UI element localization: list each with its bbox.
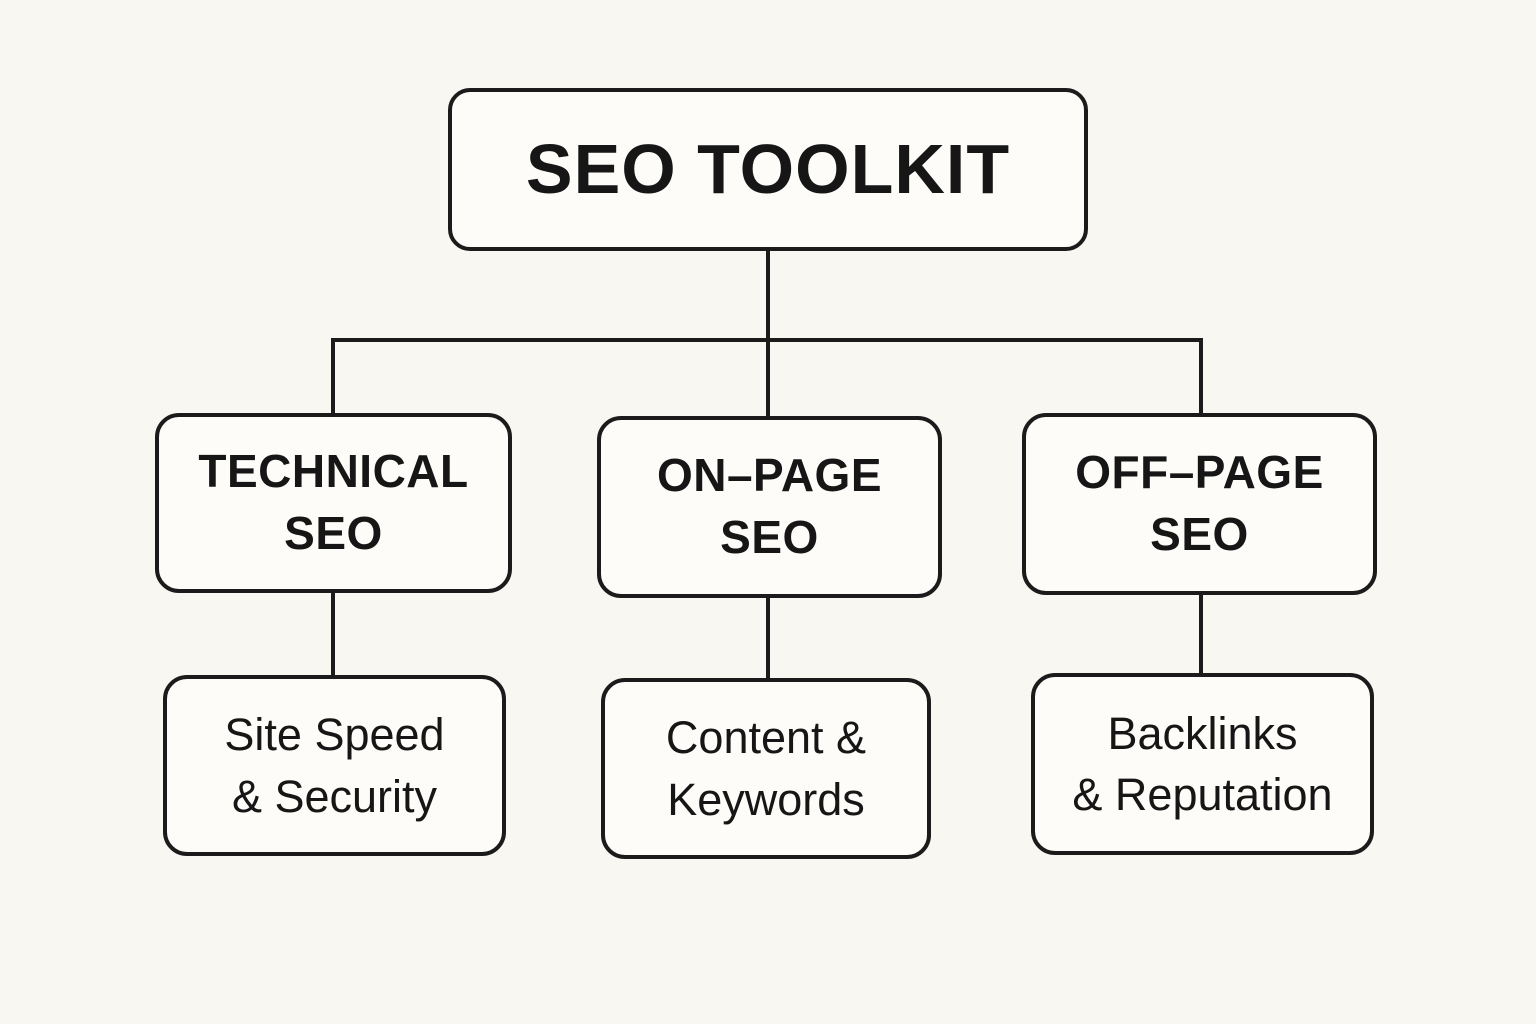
branch-node-label-line: ON–PAGE (656, 449, 883, 502)
branch-node-on-page-seo: ON–PAGE SEO (597, 416, 942, 598)
connector-root-stem (766, 249, 770, 342)
leaf-node-site-speed-security: Site Speed & Security (163, 675, 506, 856)
leaf-node-content-keywords: Content & Keywords (601, 678, 931, 859)
connector-on-page-seo-to-content (766, 596, 770, 680)
leaf-node-label-line: Content & (665, 712, 867, 764)
connector-off-page-seo-to-backlinks (1199, 593, 1203, 675)
leaf-node-label-line: & Reputation (1072, 769, 1333, 820)
connector-drop-on-page-seo (766, 340, 770, 418)
root-node-label: SEO TOOLKIT (525, 129, 1011, 208)
branch-node-label-line: SEO (1150, 508, 1249, 560)
branch-node-label-line: SEO (284, 507, 383, 559)
leaf-node-label-line: Site Speed (224, 709, 445, 761)
leaf-node-label-line: Keywords (667, 773, 865, 825)
branch-node-off-page-seo: OFF–PAGE SEO (1022, 413, 1377, 595)
connector-technical-seo-to-site-speed (331, 591, 335, 677)
leaf-node-label-line: & Security (231, 770, 438, 822)
branch-node-label-line: SEO (720, 511, 819, 563)
branch-node-technical-seo: TECHNICAL SEO (155, 413, 512, 593)
branch-node-label-line: TECHNICAL (198, 445, 469, 498)
root-node-seo-toolkit: SEO TOOLKIT (448, 88, 1088, 251)
connector-drop-technical-seo (331, 340, 335, 415)
leaf-node-backlinks-reputation: Backlinks & Reputation (1031, 673, 1374, 855)
leaf-node-label-line: Backlinks (1107, 707, 1298, 759)
connector-drop-off-page-seo (1199, 340, 1203, 415)
branch-node-label-line: OFF–PAGE (1075, 446, 1324, 499)
